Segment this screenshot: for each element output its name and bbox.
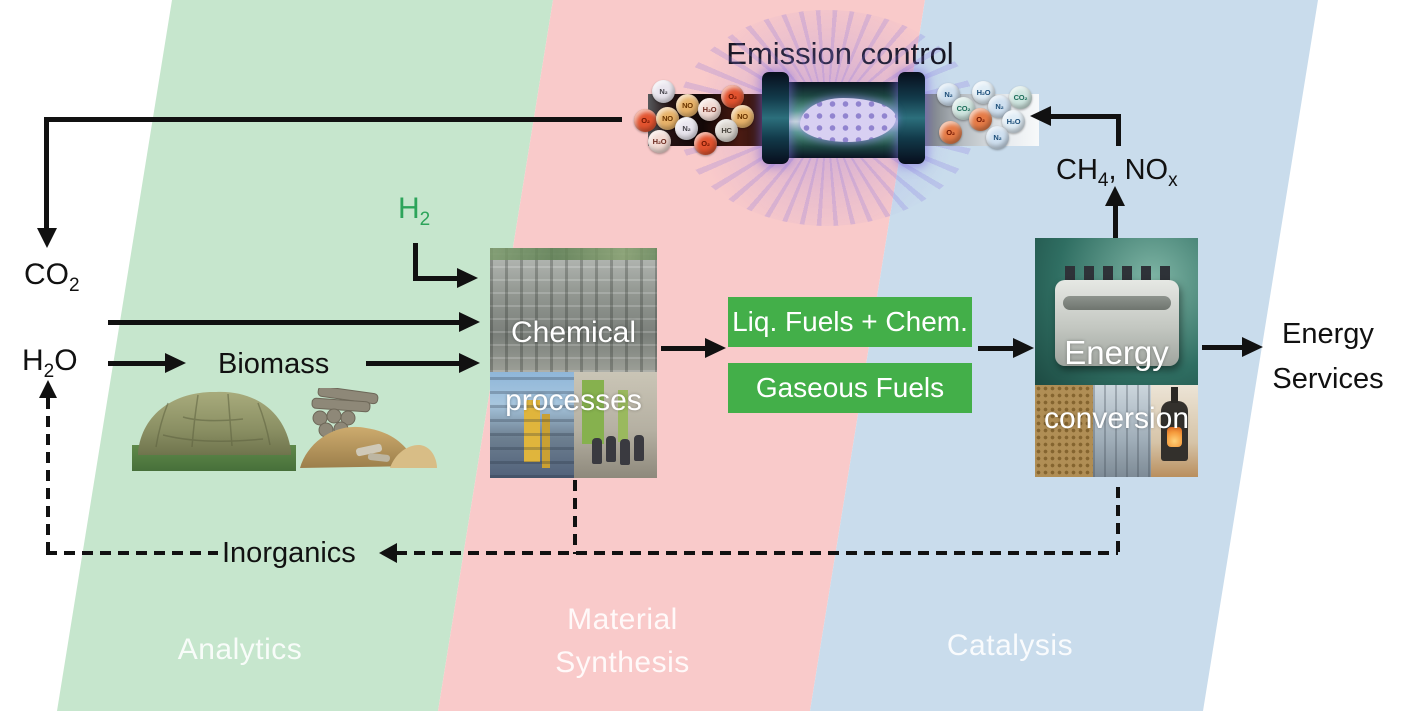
h2o-label: H2O (22, 344, 78, 382)
arrow-energy-to-services (1202, 345, 1246, 350)
arrowhead-into-inorganics (379, 543, 397, 563)
energy-conversion-label-line1: Energy (1064, 334, 1169, 371)
arrowhead-into-chemical-low (459, 353, 480, 373)
engine-valve-caps (1065, 266, 1175, 282)
synthesis-plant-photo (490, 372, 574, 478)
band-label-material: Material (567, 603, 678, 636)
arrow-h2-drop (413, 243, 418, 281)
arrowhead-into-emission (1030, 106, 1051, 126)
molecule-chip: O₂ (694, 132, 717, 155)
liquid-fuels-box: Liq. Fuels + Chem. (728, 297, 972, 347)
h2-label: H2 (398, 192, 431, 230)
gaseous-fuels-box: Gaseous Fuels (728, 363, 972, 413)
haystack-image (132, 391, 296, 471)
arrowhead-to-fuels (705, 338, 726, 358)
dashed-corner-up-to-h2o (46, 398, 50, 553)
arrow-chemical-to-fuels (661, 346, 709, 351)
energy-conversion-label-line2: conversion (1043, 402, 1190, 435)
emission-control-title: Emission control (700, 36, 980, 72)
molecule-chip: N₂ (675, 117, 698, 140)
arrow-h2o-to-biomass (108, 361, 168, 366)
catalyst-honeycomb (800, 98, 896, 142)
band-label-synthesis: Synthesis (555, 646, 690, 679)
arrow-ch4-to-emission (1048, 114, 1121, 119)
person-figure (620, 439, 630, 465)
molecule-chip: N₂ (652, 80, 675, 103)
molecule-chip: NO (676, 94, 699, 117)
molecule-chip: H₂O (972, 81, 995, 104)
arrowhead-to-biomass (165, 353, 186, 373)
molecule-chip: H₂O (698, 98, 721, 121)
arrowhead-to-h2o (39, 380, 57, 398)
molecule-chip: CO₂ (1009, 86, 1032, 109)
band-label-material-synthesis: Material Synthesis (540, 598, 705, 684)
molecule-chip: NO (731, 105, 754, 128)
molecule-chip: O₂ (721, 85, 744, 108)
dashed-inorganics-to-corner (46, 551, 218, 555)
biomass-plant-photos (1035, 385, 1198, 477)
chemical-processes-label-line2: processes (505, 384, 642, 417)
arrow-ch4-rise (1116, 114, 1121, 146)
conversion-plant-photo (1093, 385, 1151, 477)
person-figure (592, 438, 602, 464)
molecule-chip: NO (656, 107, 679, 130)
person-figure (606, 436, 616, 462)
arrow-emission-to-co2-drop (44, 117, 49, 230)
arrowhead-to-services (1242, 337, 1263, 357)
arrowhead-to-co2 (37, 228, 57, 248)
wood-pellets-image (300, 388, 437, 468)
wood-chips-photo (1035, 385, 1093, 477)
co2-label: CO2 (24, 258, 80, 296)
arrowhead-to-ch4 (1105, 186, 1125, 206)
chemical-processes-label-line1: Chemical (510, 316, 637, 349)
energy-conversion-image: Energy conversion (1035, 238, 1198, 477)
gas-engine-photo (1035, 238, 1198, 385)
molecule-chip: H₂O (648, 130, 671, 153)
band-label-analytics: Analytics (177, 633, 303, 666)
person-figure (634, 435, 644, 461)
engine-manifold (1063, 296, 1171, 310)
converter-right-cap (898, 72, 925, 164)
ch4-nox-label: CH4, NOx (1056, 154, 1178, 191)
arrow-fuels-to-energy (978, 346, 1018, 351)
inorganics-label: Inorganics (222, 537, 356, 569)
arrow-biomass-to-chemical (366, 361, 462, 366)
engine-block (1055, 280, 1179, 366)
dashed-main-to-inorganics (396, 551, 1118, 555)
arrow-co2-to-chemical (108, 320, 463, 325)
stove (1161, 387, 1188, 461)
arrowhead-into-chemical-top (457, 268, 478, 288)
lab-photo (574, 372, 657, 478)
converter-left-cap (762, 72, 789, 164)
arrow-emission-to-co2 (44, 117, 622, 122)
molecule-chip: O₂ (634, 109, 657, 132)
pilot-plant-photo (490, 248, 657, 372)
molecule-chip: H₂O (1002, 110, 1025, 133)
wood-stove-photo (1151, 385, 1198, 477)
biomass-label: Biomass (218, 348, 330, 380)
energy-services-label: Energy Services (1272, 318, 1384, 395)
arrowhead-into-chemical-mid (459, 312, 480, 332)
band-label-catalysis: Catalysis (946, 629, 1074, 662)
plant-greenery (490, 248, 657, 260)
chemical-processes-image: Chemical processes (490, 248, 657, 478)
dashed-chemical-down (573, 480, 577, 554)
molecule-chip: O₂ (939, 121, 962, 144)
lab-machine (582, 380, 604, 444)
arrow-h2-to-chemical (413, 276, 461, 281)
arrowhead-to-energy (1013, 338, 1034, 358)
dashed-energy-down (1116, 487, 1120, 553)
molecule-chip: O₂ (969, 108, 992, 131)
molecule-chip: HC (715, 119, 738, 142)
arrow-energy-to-ch4 (1113, 202, 1118, 238)
molecule-chip: N₂ (986, 126, 1009, 149)
